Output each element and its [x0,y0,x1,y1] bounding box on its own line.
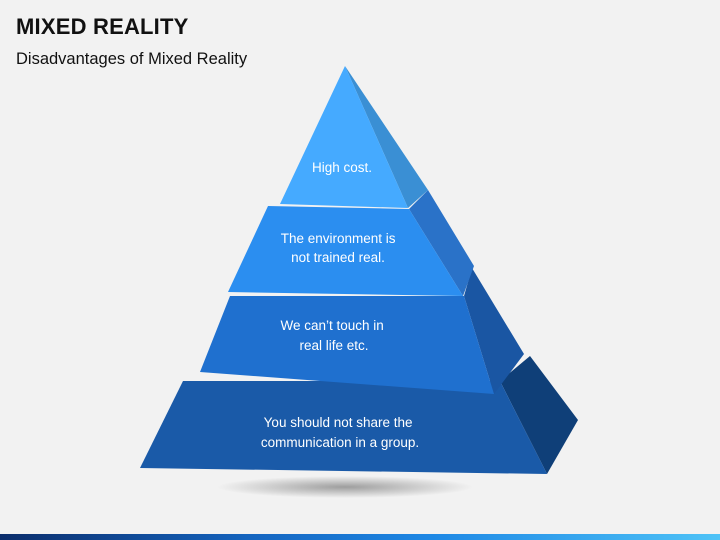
pyramid-tier-3: We can’t touch in real life etc. [200,268,524,394]
pyramid-shadow [217,476,473,498]
tier-3-side-face [464,268,524,394]
tier-4-side-face [500,356,578,474]
tier-1-front-face [280,66,408,208]
tier-2-line-2: not trained real. [291,250,385,265]
tier-2-front-face [228,206,463,296]
tier-2-line-1: The environment is [281,231,396,246]
pyramid-tier-2: The environment is not trained real. [228,190,474,296]
tier-4-line-1: You should not share the [264,415,413,430]
pyramid-tier-1: High cost. [280,66,428,208]
pyramid-tier-4: You should not share the communication i… [140,356,578,474]
footer-accent-bar [0,534,720,540]
tier-1-line-1: High cost. [312,160,372,175]
slide-title: MIXED REALITY [16,14,189,39]
tier-1-label: High cost. [312,160,372,175]
tier-4-front-face [140,381,547,474]
tier-3-line-1: We can’t touch in [280,318,383,333]
tier-4-label: You should not share the communication i… [261,415,419,450]
slide-subtitle: Disadvantages of Mixed Reality [16,50,248,68]
tier-1-side-face [345,66,428,208]
tier-3-label: We can’t touch in real life etc. [280,318,387,353]
tier-2-label: The environment is not trained real. [281,231,400,265]
tier-3-line-2: real life etc. [299,338,368,353]
tier-3-front-face [200,296,494,394]
tier-4-line-2: communication in a group. [261,435,419,450]
tier-2-side-face [409,190,474,296]
